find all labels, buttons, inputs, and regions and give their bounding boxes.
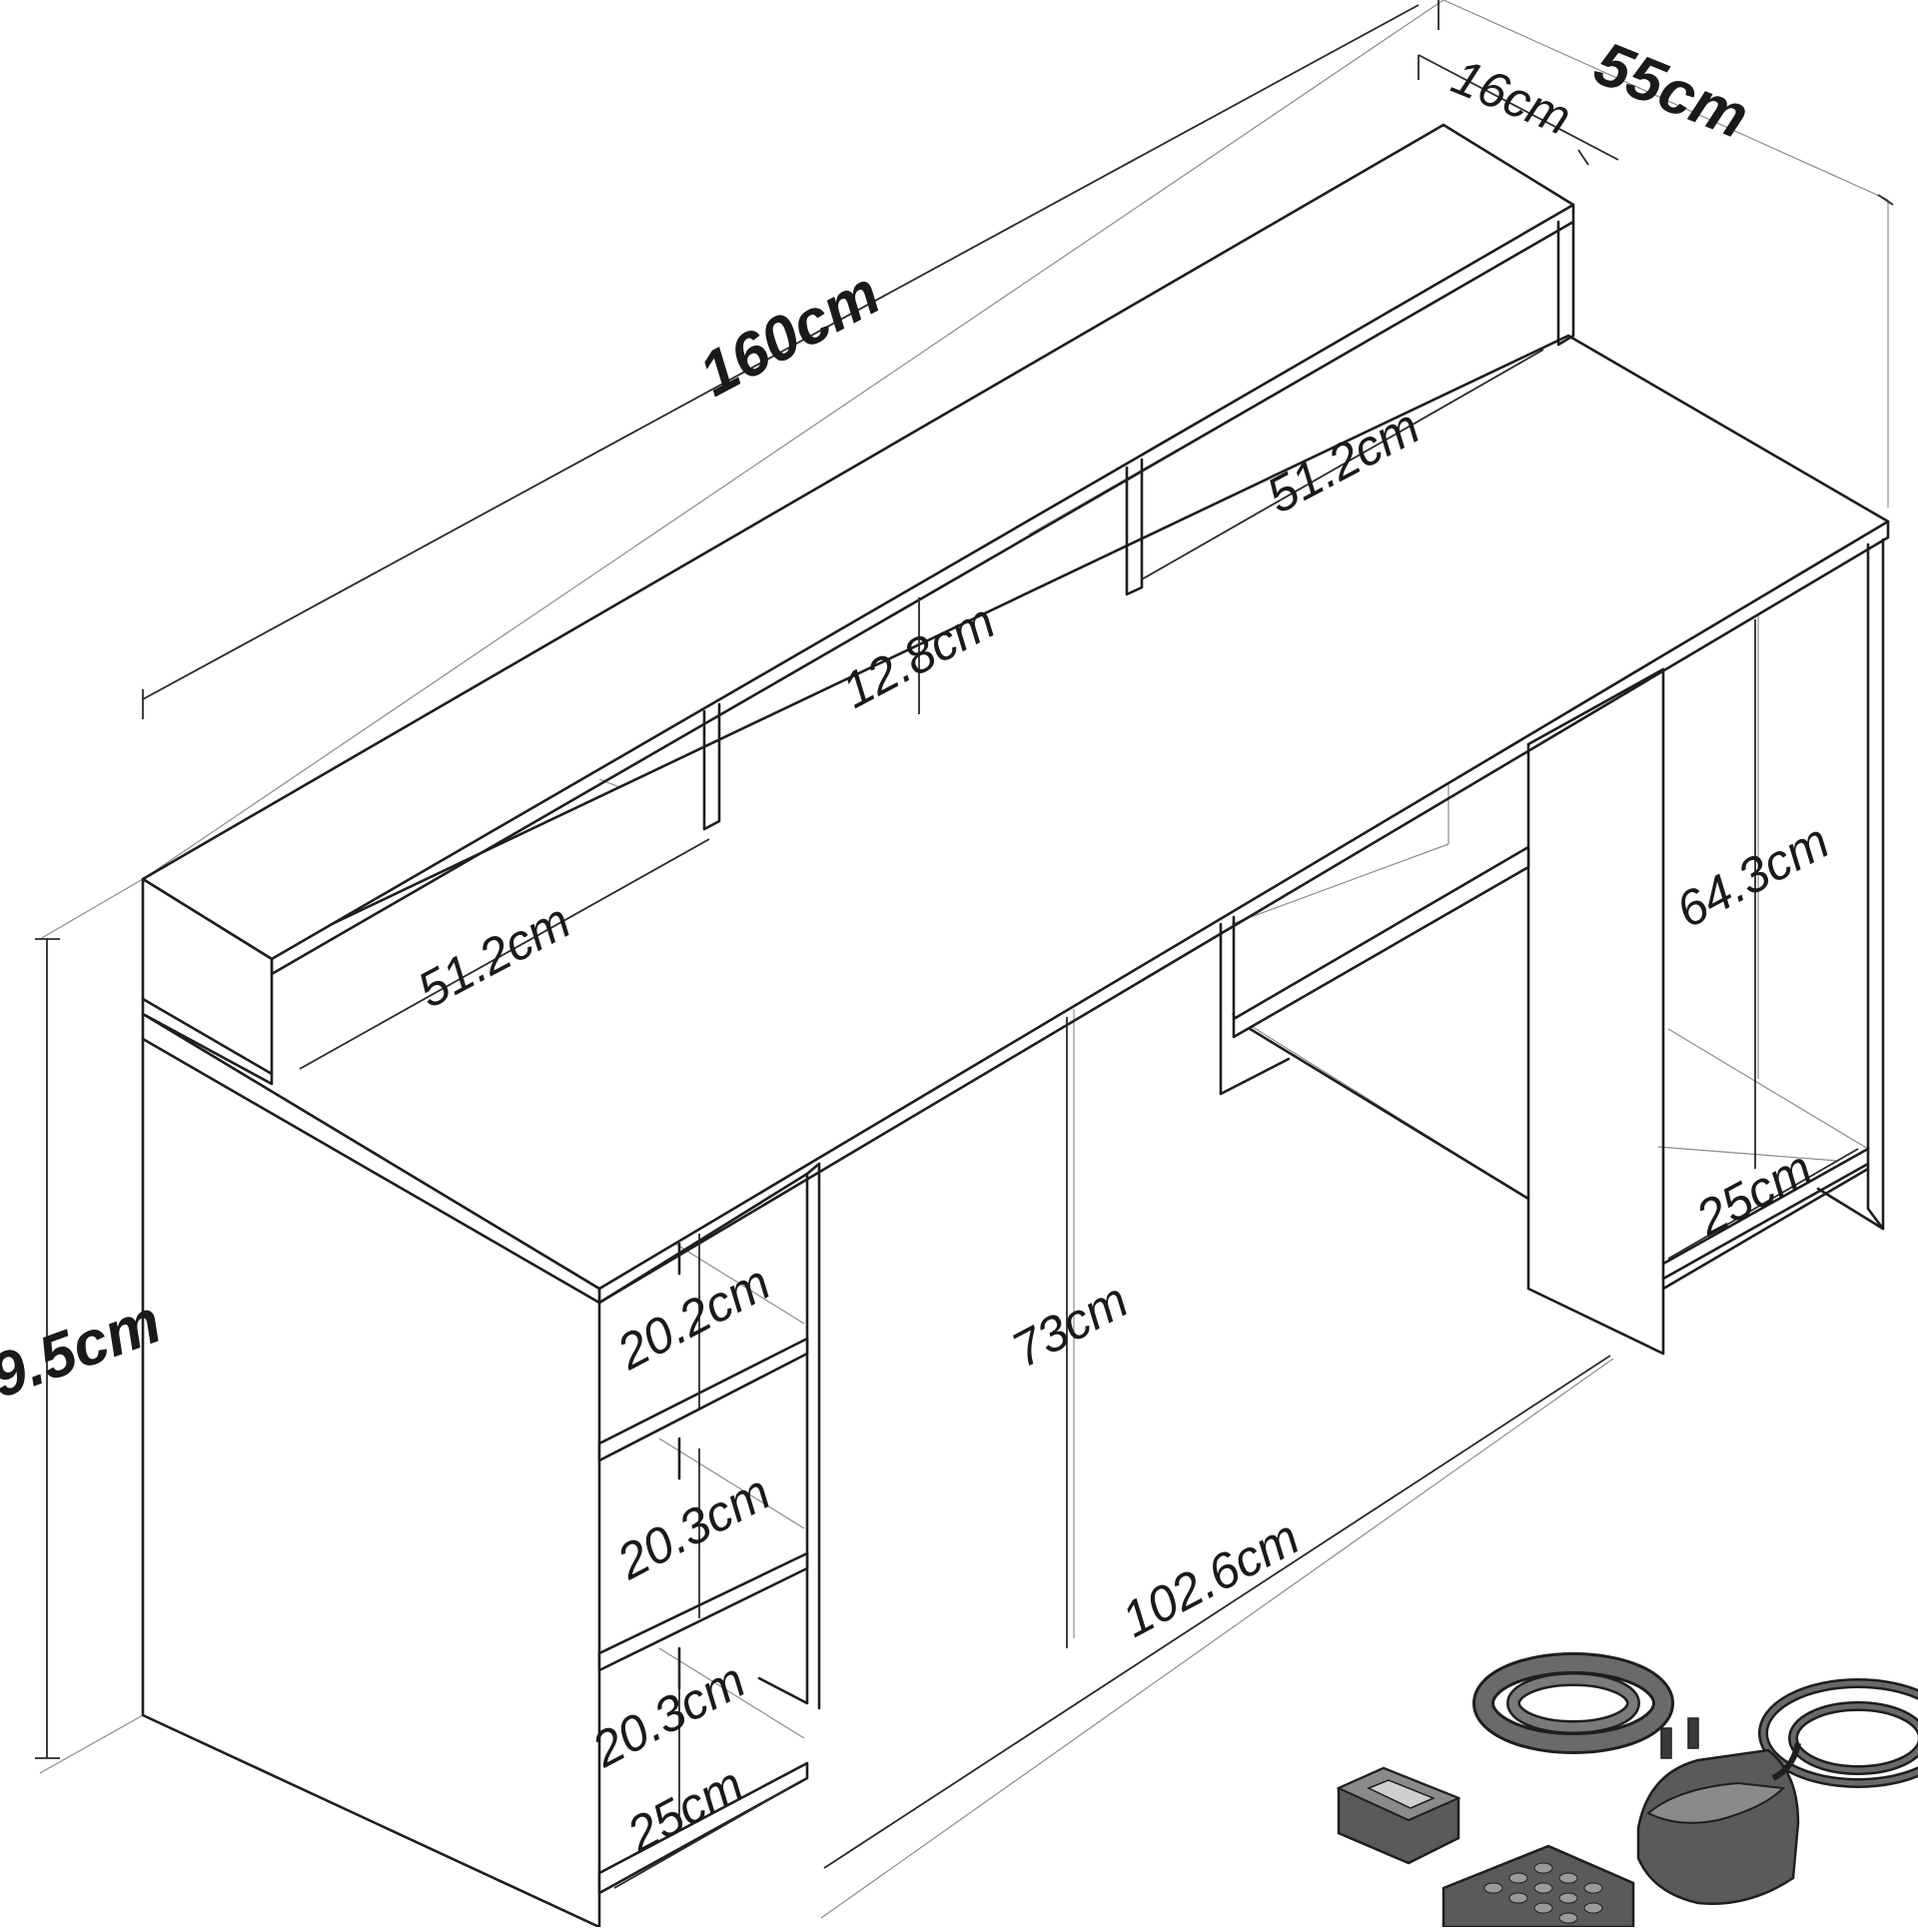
desk-body [141, 123, 1890, 1929]
middle-low-shelf [1232, 845, 1530, 1039]
dim-depth-total: 55cm [1585, 29, 1758, 152]
dim-left-shelf-2: 20.3cm [607, 1463, 779, 1590]
cable-coil-icon [1758, 1678, 1918, 1788]
power-adapter-icon [1636, 1717, 1801, 1905]
hutch-left-end [141, 877, 274, 1086]
dim-right-shelf-height: 64.3cm [1667, 812, 1838, 938]
hutch-divider-right [1125, 458, 1144, 596]
hutch-divider-left [702, 702, 721, 831]
left-shelf-1 [597, 1337, 809, 1462]
dim-knee-height: 73cm [1003, 1272, 1137, 1379]
dim-left-shelf-3: 20.3cm [582, 1651, 754, 1778]
dim-width-total: 160cm [688, 259, 891, 411]
dim-left-shelf-1: 20.2cm [607, 1254, 779, 1381]
remote-control-icon [1441, 1844, 1635, 1929]
dim-shelf-depth: 16cm [1444, 48, 1578, 146]
right-pedestal [1526, 667, 1665, 1356]
guide-lines [39, 0, 1889, 1919]
dimension-lines [35, 0, 1894, 1889]
dim-right-shelf-depth: 25cm [1686, 1140, 1821, 1247]
led-strip-coil-icon [1472, 1652, 1674, 1754]
led-controller-icon [1336, 1766, 1461, 1865]
dim-knee-width: 102.6cm [1113, 1508, 1309, 1647]
left-shelf-2 [597, 1551, 809, 1672]
accessories [1336, 1652, 1918, 1929]
left-shelf-3 [597, 1761, 809, 1895]
